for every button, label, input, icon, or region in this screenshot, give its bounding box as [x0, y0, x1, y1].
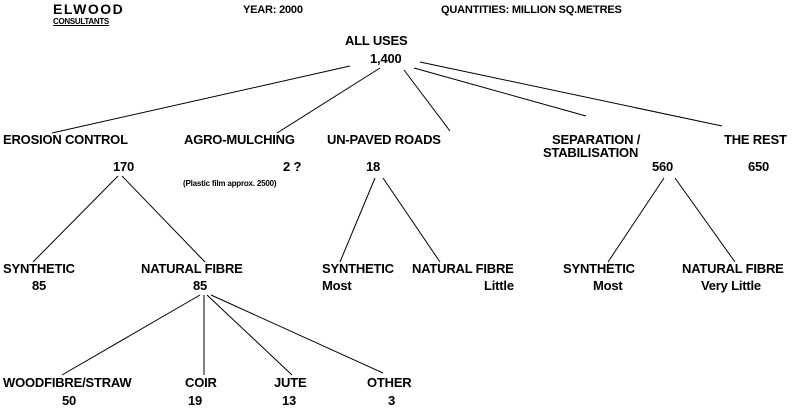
jute-value: 13	[282, 393, 297, 408]
coir-label: COIR	[185, 375, 217, 390]
separation-natural-label: NATURAL FIBRE	[682, 261, 784, 276]
coir-value: 19	[188, 393, 203, 408]
edge-natural-jute	[206, 294, 293, 376]
separation-synthetic-label: SYNTHETIC	[563, 261, 635, 276]
other-label: OTHER	[367, 375, 412, 390]
other-value: 3	[388, 393, 396, 408]
agro-mulching-note: (Plastic film approx. 2500)	[183, 179, 277, 188]
woodfibre-label: WOODFIBRE/STRAW	[3, 375, 132, 390]
roads-natural-label: NATURAL FIBRE	[412, 261, 514, 276]
edge-roads-synthetic	[339, 177, 376, 263]
the-rest-label: THE REST	[724, 132, 787, 147]
the-rest-value: 650	[748, 159, 770, 174]
edge-separation-synthetic	[607, 177, 665, 263]
erosion-control-value: 170	[113, 159, 135, 174]
year-label: YEAR: 2000	[243, 4, 303, 16]
roads-synthetic-label: SYNTHETIC	[322, 261, 394, 276]
separation-label: SEPARATION /	[552, 132, 641, 147]
separation-natural-value: Very Little	[701, 278, 761, 293]
root-label: ALL USES	[345, 33, 408, 48]
roads-natural-value: Little	[484, 278, 514, 293]
separation-synthetic-value: Most	[593, 278, 623, 293]
woodfibre-value: 50	[62, 393, 77, 408]
edge-natural-other	[210, 294, 384, 374]
edge-natural-woodfibre	[61, 294, 201, 376]
edge-erosion-synthetic	[32, 175, 119, 263]
separation-value: 560	[652, 159, 674, 174]
stabilisation-label: STABILISATION	[543, 145, 639, 160]
erosion-synthetic-value: 85	[32, 278, 47, 293]
edge-root-agro	[276, 67, 381, 134]
erosion-natural-label: NATURAL FIBRE	[141, 261, 243, 276]
logo-subtitle: CONSULTANTS	[53, 17, 109, 26]
edge-root-erosion	[51, 65, 351, 134]
edge-root-roads	[403, 69, 451, 132]
edge-roads-natural	[382, 177, 441, 263]
root-value: 1,400	[370, 51, 402, 66]
erosion-control-label: EROSION CONTROL	[3, 132, 128, 147]
jute-label: JUTE	[274, 375, 307, 390]
unpaved-roads-value: 18	[366, 159, 381, 174]
edge-root-separation	[413, 67, 587, 117]
edge-erosion-natural	[121, 175, 206, 263]
roads-synthetic-value: Most	[322, 278, 352, 293]
agro-mulching-label: AGRO-MULCHING	[184, 132, 295, 147]
edge-root-rest	[419, 61, 723, 127]
unpaved-roads-label: UN-PAVED ROADS	[327, 132, 441, 147]
erosion-natural-value: 85	[193, 278, 208, 293]
agro-mulching-value: 2 ?	[283, 159, 302, 174]
logo-name: ELWOOD	[53, 1, 125, 17]
edge-separation-natural	[674, 177, 736, 263]
erosion-synthetic-label: SYNTHETIC	[3, 261, 75, 276]
quantities-label: QUANTITIES: MILLION SQ.METRES	[441, 4, 622, 16]
